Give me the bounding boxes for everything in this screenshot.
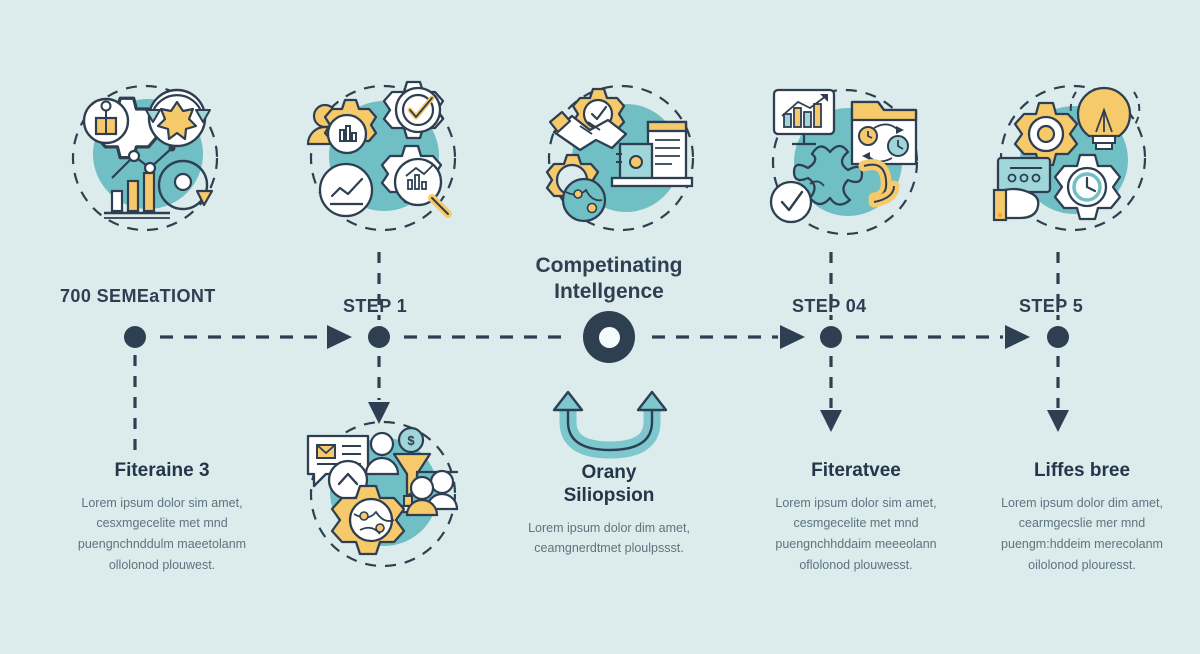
center-title: Competinating Intellgence — [479, 253, 739, 306]
dashed-ring-icon — [547, 84, 695, 232]
content-block-3-heading-line-2: Siliopsion — [563, 484, 655, 506]
center-title-line-1: Competinating — [535, 254, 683, 277]
step-label-5: STEP 5 — [1019, 296, 1084, 316]
step-label-4: STEP 04 — [792, 296, 867, 316]
icon-cluster-6: $ — [298, 414, 468, 574]
icon-cluster-2 — [298, 78, 468, 238]
timeline-node-1[interactable] — [124, 326, 146, 348]
content-block-5: Liffes bree Lorem ipsum dolor dim amet, … — [982, 460, 1182, 575]
content-block-4-heading: Fiteratvee — [811, 460, 901, 481]
gear-clock-icon — [1053, 153, 1122, 221]
step-label-2: STEP 1 — [343, 296, 408, 316]
email-bubble-icon — [306, 434, 370, 501]
gold-gear-icon — [1013, 101, 1079, 167]
hand-card-icon — [992, 156, 1052, 222]
content-block-1-body: Lorem ipsum dolor sim amet, cesxmgecelit… — [77, 495, 247, 572]
handshake-gear-icon — [548, 87, 628, 152]
timeline-node-5[interactable] — [1047, 326, 1069, 348]
svg-text:$: $ — [407, 433, 415, 448]
folder-clock-icon — [850, 100, 918, 166]
icon-cluster-4 — [760, 80, 930, 240]
content-block-1: Fiteraine 3 Lorem ipsum dolor sim amet, … — [62, 460, 262, 575]
line-chart-circle-icon — [318, 162, 374, 218]
curved-double-arrow-icon — [552, 390, 668, 459]
content-block-3-body: Lorem ipsum dolor dim amet, ceamgnerdtme… — [528, 520, 690, 556]
center-title-line-2: Intellgence — [554, 280, 664, 304]
content-block-4: Fiteratvee Lorem ipsum dolor sim amet, c… — [756, 460, 956, 575]
timeline-node-3-center[interactable] — [583, 311, 635, 363]
content-block-1-heading: Fiteraine 3 — [114, 460, 210, 481]
content-block-5-heading: Liffes bree — [1033, 460, 1131, 481]
timeline-arrowheads — [327, 325, 1030, 349]
content-block-3-heading-line-1: Orany — [581, 462, 637, 483]
content-block-5-body: Lorem ipsum dolor dim amet, cearmgecslie… — [1001, 495, 1163, 572]
dashed-ring-icon — [309, 420, 457, 568]
magnifier-icon — [157, 159, 214, 211]
checkmark-gear-icon — [382, 80, 445, 140]
icon-cluster-5 — [988, 78, 1158, 238]
checkmark-circle-icon — [769, 180, 813, 224]
person-gear-icon — [306, 98, 378, 155]
magnifier-gear-icon — [380, 144, 452, 218]
timeline-node-4[interactable] — [820, 326, 842, 348]
dashed-ring-icon — [71, 84, 219, 232]
people-group-icon — [405, 469, 459, 517]
timeline-node-2[interactable] — [368, 326, 390, 348]
icon-cluster-3 — [536, 78, 706, 238]
content-block-3: Orany Siliopsion Lorem ipsum dolor dim a… — [509, 462, 709, 559]
icon-cluster-1 — [60, 78, 230, 238]
gear-box-icon — [82, 96, 159, 160]
step-label-1: 700 SEMEaTIONT — [60, 286, 216, 306]
puzzle-piece-icon — [792, 144, 864, 206]
gear-globe-icon — [545, 153, 607, 223]
bar-chart-line-icon — [104, 144, 176, 219]
gold-gear-globe-icon — [330, 484, 406, 556]
gold-arrows-icon — [858, 159, 900, 208]
content-block-4-body: Lorem ipsum dolor sim amet, cesmgecelite… — [775, 495, 937, 572]
dashed-ring-icon — [309, 84, 457, 232]
laptop-document-icon — [610, 120, 694, 188]
content-block-3-heading: Orany Siliopsion — [509, 462, 709, 508]
vertical-arrowheads — [368, 402, 1069, 432]
refresh-star-icon — [145, 88, 211, 148]
monitor-chart-icon — [772, 88, 836, 146]
